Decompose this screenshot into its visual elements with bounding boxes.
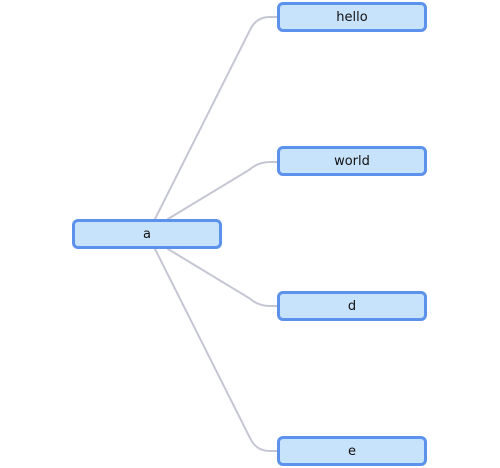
connector-a-e: [154, 248, 278, 452]
child-node-label: world: [334, 153, 370, 169]
child-node-label: hello: [336, 9, 368, 25]
connector-a-d: [167, 248, 278, 307]
child-node-world[interactable]: world: [277, 146, 427, 176]
connector-a-world: [167, 161, 278, 220]
child-node-label: d: [347, 298, 357, 314]
child-node-d[interactable]: d: [277, 291, 427, 321]
root-node-label: a: [143, 226, 151, 242]
child-node-hello[interactable]: hello: [277, 2, 427, 32]
root-node[interactable]: a: [72, 219, 222, 249]
child-node-label: e: [348, 443, 356, 459]
connector-a-hello: [154, 16, 278, 220]
child-node-e[interactable]: e: [277, 436, 427, 466]
